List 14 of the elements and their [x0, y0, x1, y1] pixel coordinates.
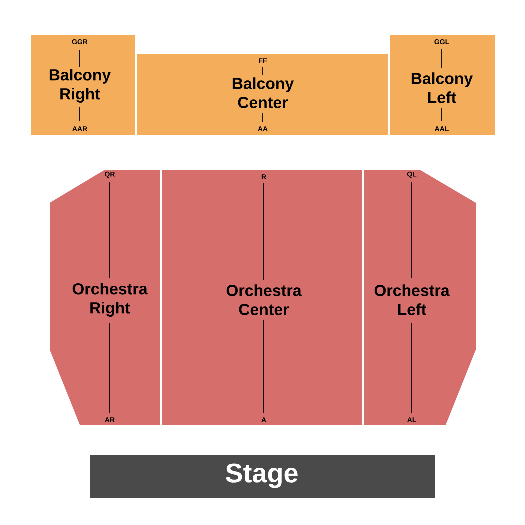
section-name: Balcony Right	[50, 69, 112, 103]
stage-block	[90, 455, 435, 498]
seating-section	[162, 170, 362, 425]
seating-section	[390, 35, 495, 135]
section-name: Balcony Left	[412, 72, 474, 104]
seating-section	[50, 170, 160, 425]
stage-label: Stage	[226, 464, 298, 488]
section-name: Orchestra Center	[226, 284, 302, 316]
section-name: Orchestra Left	[374, 284, 450, 316]
section-name: Balcony Center	[232, 78, 294, 108]
seating-section	[137, 54, 388, 135]
seating-section	[31, 35, 135, 135]
seating-section	[364, 170, 476, 425]
section-name: Orchestra Right	[72, 283, 148, 317]
